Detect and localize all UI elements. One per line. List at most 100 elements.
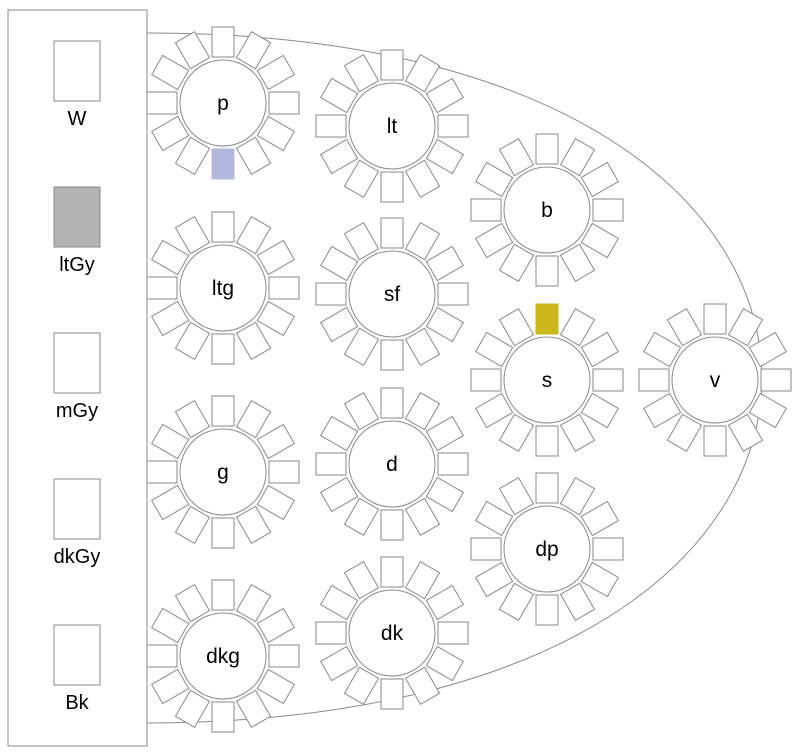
seat	[150, 239, 190, 276]
seat	[404, 53, 441, 93]
table-ltg: ltg	[146, 211, 300, 365]
table-d: d	[315, 387, 469, 541]
seat	[425, 476, 465, 513]
seat	[404, 560, 441, 600]
seat	[580, 561, 620, 598]
seat	[150, 54, 190, 91]
table-label: sf	[384, 283, 401, 306]
seat-highlighted	[535, 303, 559, 335]
seat	[256, 607, 296, 644]
seat	[319, 476, 359, 513]
seat	[498, 413, 535, 453]
seat	[760, 368, 792, 392]
seat	[425, 645, 465, 682]
seat	[404, 327, 441, 367]
seat	[268, 644, 300, 668]
seat	[256, 484, 296, 521]
table-top	[348, 250, 436, 338]
seat	[559, 307, 596, 347]
seat	[498, 137, 535, 177]
legend-swatch	[53, 186, 101, 248]
seat	[319, 645, 359, 682]
table-label: s	[542, 369, 553, 392]
seat	[315, 114, 347, 138]
seat	[174, 215, 211, 255]
seat	[470, 537, 502, 561]
seat	[174, 321, 211, 361]
seat	[343, 391, 380, 431]
seat	[146, 91, 178, 115]
seat	[437, 452, 469, 476]
seat	[235, 505, 272, 545]
table-lt: lt	[315, 49, 469, 203]
legend-item: Bk	[53, 624, 101, 714]
seat	[498, 476, 535, 516]
seat	[319, 245, 359, 282]
seat	[319, 415, 359, 452]
seat	[268, 91, 300, 115]
seat	[174, 136, 211, 176]
table-g: g	[146, 395, 300, 549]
seat	[380, 217, 404, 249]
seat	[425, 306, 465, 343]
seat	[380, 509, 404, 541]
seat	[580, 161, 620, 198]
seat	[174, 30, 211, 70]
table-top	[503, 336, 591, 424]
seat	[319, 584, 359, 621]
legend-item: ltGy	[53, 186, 101, 276]
table-dk: dk	[315, 556, 469, 710]
seat	[535, 133, 559, 165]
seat	[319, 306, 359, 343]
seat	[343, 560, 380, 600]
legend-label: ltGy	[59, 254, 95, 276]
seat	[592, 537, 624, 561]
seat	[235, 215, 272, 255]
table-label: v	[710, 369, 721, 392]
seat	[146, 460, 178, 484]
seat	[559, 137, 596, 177]
seat	[146, 644, 178, 668]
table-label: ltg	[212, 277, 234, 300]
seat	[256, 239, 296, 276]
table-dkg: dkg	[146, 579, 300, 733]
table-top	[179, 612, 267, 700]
seat	[404, 497, 441, 537]
seat	[474, 561, 514, 598]
seat	[642, 331, 682, 368]
table-top	[179, 244, 267, 332]
seat	[638, 368, 670, 392]
seat	[315, 621, 347, 645]
seat	[559, 582, 596, 622]
table-top	[503, 505, 591, 593]
table-b: b	[470, 133, 624, 287]
seat	[174, 583, 211, 623]
seat	[580, 331, 620, 368]
seat	[380, 556, 404, 588]
seat	[174, 505, 211, 545]
seat	[425, 415, 465, 452]
seat	[474, 161, 514, 198]
seat	[174, 689, 211, 729]
seat	[404, 391, 441, 431]
seat	[150, 668, 190, 705]
seat	[642, 392, 682, 429]
seat	[211, 701, 235, 733]
seat	[580, 500, 620, 537]
seat	[425, 245, 465, 282]
seat-highlighted	[211, 148, 235, 180]
table-top	[348, 589, 436, 677]
seat	[580, 222, 620, 259]
legend-swatch	[53, 478, 101, 540]
seat	[235, 399, 272, 439]
seat	[268, 276, 300, 300]
table-top	[179, 59, 267, 147]
seat	[343, 221, 380, 261]
seat	[666, 413, 703, 453]
seat	[559, 413, 596, 453]
seat	[211, 395, 235, 427]
seat	[535, 594, 559, 626]
seat	[268, 460, 300, 484]
seat	[474, 392, 514, 429]
